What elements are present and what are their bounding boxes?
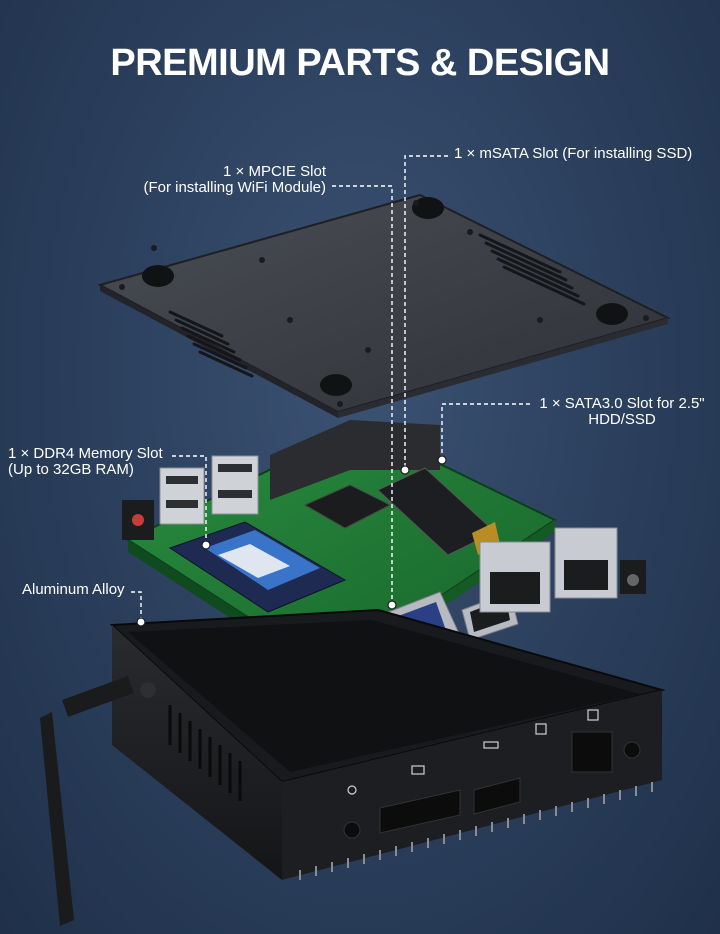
- callout-msata: 1 × mSATA Slot (For installing SSD): [454, 146, 692, 162]
- wifi-antenna: [40, 676, 156, 926]
- ethernet-icon: [535, 723, 547, 735]
- callout-ddr4: 1 × DDR4 Memory Slot (Up to 32GB RAM): [8, 446, 163, 478]
- callout-aluminum-line1: Aluminum Alloy: [22, 581, 125, 598]
- ethernet-ports: [479, 527, 618, 613]
- usb-ports: [159, 455, 259, 525]
- callout-lines: [131, 155, 530, 622]
- ethernet-icon: [587, 709, 599, 721]
- callout-sata-line2: HDD/SSD: [588, 411, 656, 428]
- page-title: PREMIUM PARTS & DESIGN: [110, 42, 610, 84]
- callout-sata: 1 × SATA3.0 Slot for 2.5" HDD/SSD: [534, 396, 710, 428]
- callout-ddr4-line1: 1 × DDR4 Memory Slot: [8, 445, 163, 462]
- callout-mpcie: 1 × MPCIE Slot (For installing WiFi Modu…: [120, 164, 326, 196]
- aluminum-case: [109, 608, 666, 880]
- usb-icon: [411, 765, 425, 775]
- callout-msata-line1: 1 × mSATA Slot (For installing SSD): [454, 145, 693, 162]
- callout-ddr4-line2: (Up to 32GB RAM): [8, 461, 134, 478]
- power-icon: [347, 785, 357, 795]
- bottom-plate: [97, 193, 671, 418]
- callout-sata-line1: 1 × SATA3.0 Slot for 2.5": [539, 395, 705, 412]
- callout-mpcie-line1: 1 × MPCIE Slot: [223, 163, 326, 180]
- callout-mpcie-line2: (For installing WiFi Module): [143, 179, 326, 196]
- callout-aluminum: Aluminum Alloy: [22, 582, 125, 598]
- callout-dots: [136, 455, 447, 627]
- vga-icon: [483, 741, 499, 749]
- ddr4-memory-stick: [168, 521, 347, 613]
